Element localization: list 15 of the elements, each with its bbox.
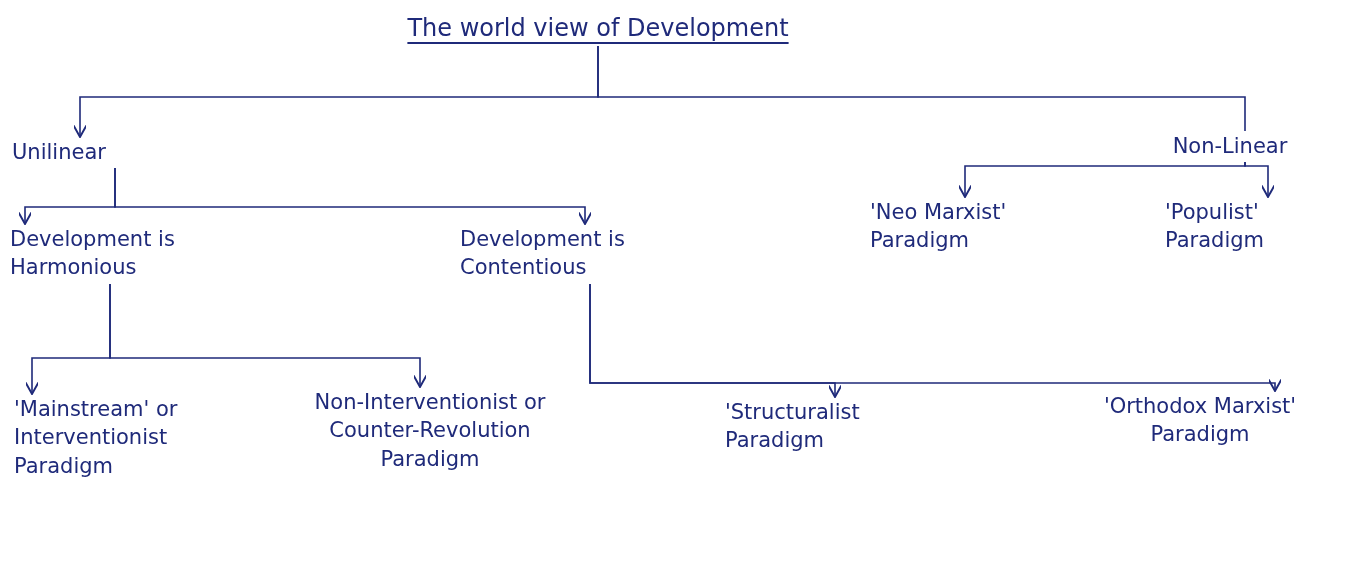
connector-arrow <box>589 283 1283 392</box>
node-label: 'Orthodox Marxist' Paradigm <box>1102 393 1298 449</box>
node-label: 'Mainstream' or Interventionist Paradigm <box>14 396 179 480</box>
node-label: Non-Linear <box>1171 133 1289 160</box>
connector-arrow <box>114 167 593 225</box>
node-label: 'Structuralist Paradigm <box>725 399 861 455</box>
connector-arrow <box>1244 161 1276 198</box>
node-label: Non-Interventionist or Counter-Revolution Paradigm <box>313 389 547 473</box>
node-label: Development is Contentious <box>460 226 626 282</box>
node-label: Unilinear <box>12 139 107 166</box>
node-label: 'Populist' Paradigm <box>1165 199 1266 255</box>
connector-arrow <box>109 283 428 388</box>
node-label: Development is Harmonious <box>10 226 176 282</box>
diagram-heading: The world view of Development <box>406 13 790 44</box>
node-label: 'Neo Marxist' Paradigm <box>870 199 1008 255</box>
